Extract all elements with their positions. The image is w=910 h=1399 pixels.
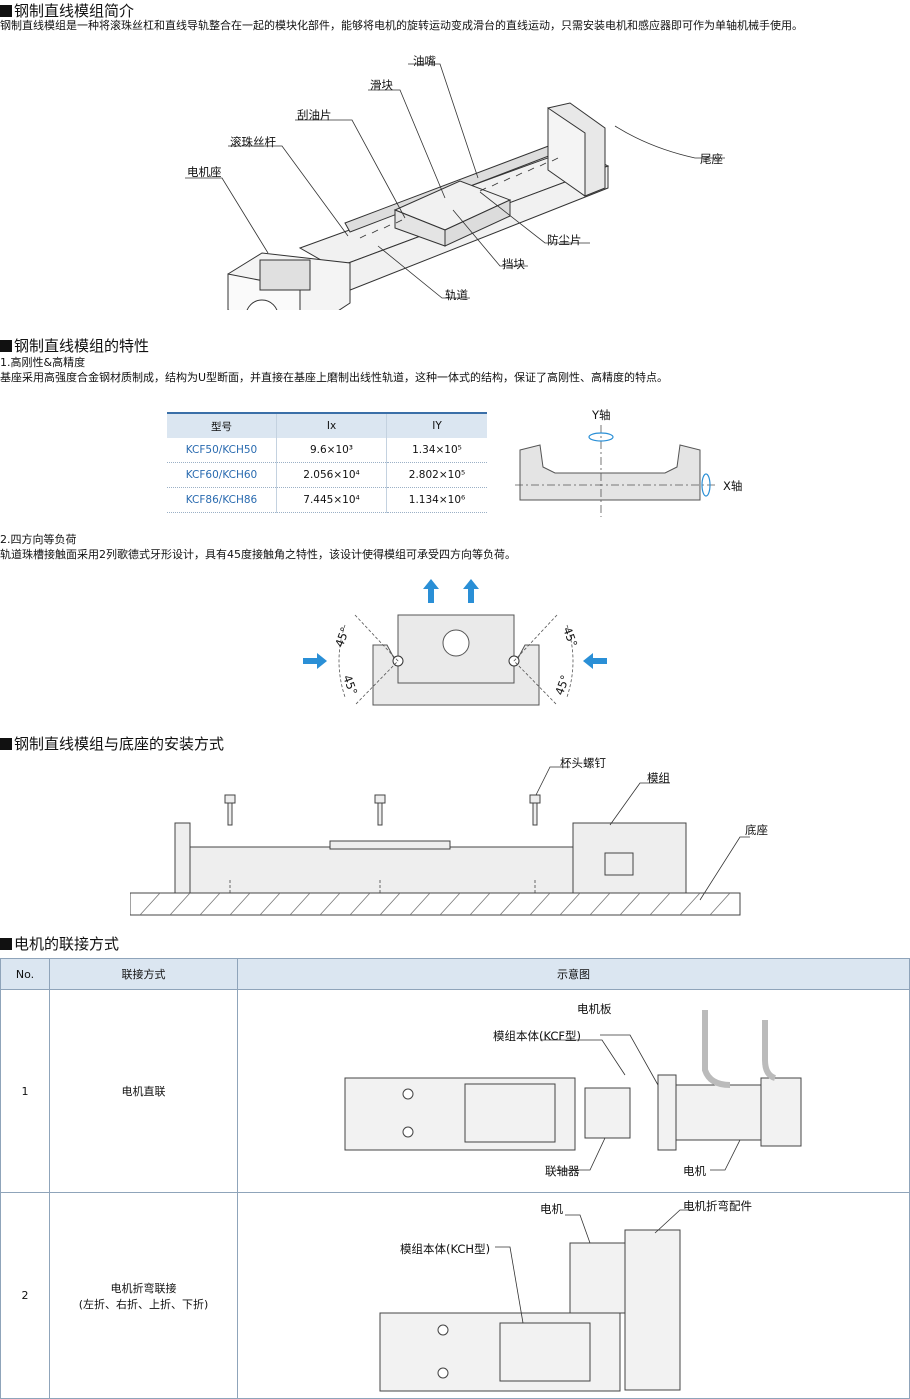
install-diagram [130, 766, 750, 916]
cell-no: 1 [0, 989, 50, 1193]
install-heading: 钢制直线模组与底座的安装方式 [0, 733, 224, 754]
module-illustration [185, 63, 725, 310]
cell-model: KCF50/KCH50 [167, 438, 277, 463]
label-tail-seat: 尾座 [700, 152, 723, 166]
feature2-title: 2.四方向等负荷 [0, 533, 77, 546]
table-row: KCF86/KCH86 7.445×10⁴ 1.134×10⁶ [167, 487, 487, 513]
feature1-title: 1.高刚性&高精度 [0, 356, 86, 369]
label-stopper: 挡块 [502, 257, 525, 271]
method-main: 电机折弯联接 [110, 1281, 177, 1295]
label-module: 模组 [647, 771, 670, 785]
table-row: KCF50/KCH50 9.6×10³ 1.34×10⁵ [167, 438, 487, 463]
header-no: No. [0, 958, 50, 990]
cell-ix: 2.056×10⁴ [276, 462, 387, 488]
label-bolt: 杯头螺钉 [560, 756, 606, 770]
label-motor-seat: 电机座 [187, 165, 222, 179]
header-iy: IY [386, 412, 487, 438]
feature2-text: 轨道珠槽接触面采用2列歌德式牙形设计，具有45度接触角之特性，该设计使得模组可承… [0, 548, 516, 561]
label-motor-1: 电机 [683, 1164, 706, 1178]
cell-iy: 2.802×10⁵ [386, 462, 487, 488]
u-section-diagram [515, 425, 715, 517]
cell-no: 2 [0, 1192, 50, 1399]
cell-ix: 9.6×10³ [276, 438, 387, 463]
intro-heading: 钢制直线模组简介 [0, 0, 134, 21]
label-kcf-body: 模组本体(KCF型) [493, 1029, 582, 1043]
load-diagram [303, 579, 607, 706]
cell-model: KCF60/KCH60 [167, 462, 277, 488]
header-model: 型号 [167, 412, 277, 438]
label-coupling: 联轴器 [545, 1164, 580, 1178]
direct-connection-diagram [344, 1010, 802, 1171]
cell-method: 电机直联 [49, 989, 238, 1193]
cell-model: KCF86/KCH86 [167, 487, 277, 513]
label-scraper: 刮油片 [297, 108, 332, 122]
intro-text: 钢制直线模组是一种将滚珠丝杠和直线导轨整合在一起的模块化部件，能够将电机的旋转运… [0, 19, 803, 32]
header-method: 联接方式 [49, 958, 238, 990]
cell-method: 电机折弯联接 (左折、右折、上折、下折) [49, 1192, 238, 1399]
label-bend-part: 电机折弯配件 [683, 1199, 752, 1213]
feature1-text: 基座采用高强度合金钢材质制成，结构为U型断面，并直接在基座上磨制出线性轨道，这种… [0, 371, 669, 384]
inertia-table: 型号 Ix IY KCF50/KCH50 9.6×10³ 1.34×10⁵ KC… [167, 412, 487, 513]
label-rail: 轨道 [445, 288, 468, 302]
label-screw: 滚珠丝杆 [230, 135, 276, 149]
y-axis-label: Y轴 [592, 408, 611, 422]
table-row: KCF60/KCH60 2.056×10⁴ 2.802×10⁵ [167, 462, 487, 488]
label-dust: 防尘片 [547, 233, 582, 247]
cell-iy: 1.34×10⁵ [386, 438, 487, 463]
x-axis-label: X轴 [723, 479, 743, 493]
label-base: 底座 [745, 823, 768, 837]
cell-iy: 1.134×10⁶ [386, 487, 487, 513]
header-ix: Ix [276, 412, 387, 438]
label-slider: 滑块 [370, 78, 393, 92]
connection-heading: 电机的联接方式 [0, 933, 119, 954]
label-kch-body: 模组本体(KCH型) [400, 1242, 491, 1256]
features-heading: 钢制直线模组的特性 [0, 335, 149, 356]
label-oil: 油嘴 [413, 54, 436, 68]
method-sub: (左折、右折、上折、下折) [78, 1297, 209, 1311]
label-motor-plate: 电机板 [577, 1002, 612, 1016]
cell-ix: 7.445×10⁴ [276, 487, 387, 513]
label-motor-2: 电机 [540, 1202, 563, 1216]
bend-connection-diagram [379, 1209, 695, 1392]
header-diagram: 示意图 [237, 958, 910, 990]
